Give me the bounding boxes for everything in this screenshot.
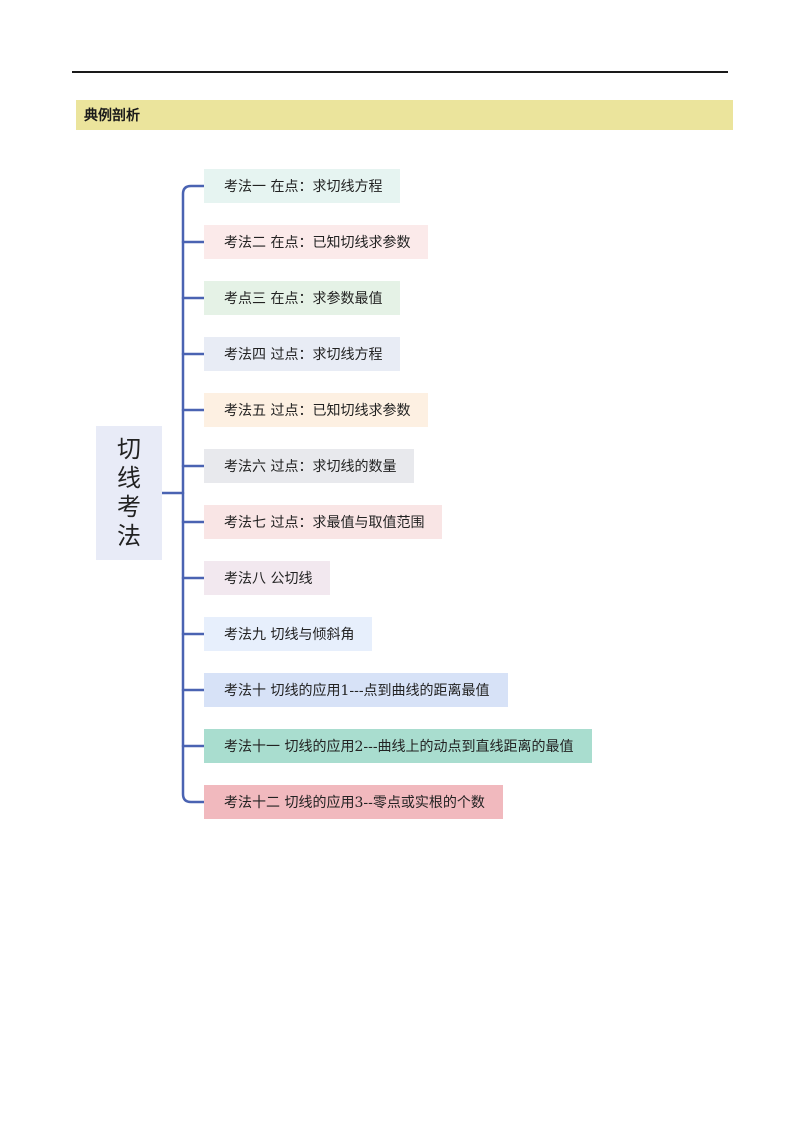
trunk-connector bbox=[181, 184, 206, 804]
branch-node: 考法五 过点：已知切线求参数 bbox=[204, 393, 429, 427]
mindmap-root: 切 线 考 法 bbox=[96, 426, 162, 560]
branch-node: 考法二 在点：已知切线求参数 bbox=[204, 225, 429, 259]
branch-node: 考法一 在点：求切线方程 bbox=[204, 169, 401, 203]
branch-node: 考法六 过点：求切线的数量 bbox=[204, 449, 415, 483]
branch-node: 考法七 过点：求最值与取值范围 bbox=[204, 505, 443, 539]
branch-node: 考法四 过点：求切线方程 bbox=[204, 337, 401, 371]
root-char: 考 bbox=[117, 493, 141, 521]
section-heading-band: 典例剖析 bbox=[76, 100, 733, 130]
branch-node: 考法八 公切线 bbox=[204, 561, 331, 595]
branch-node: 考法十一 切线的应用2---曲线上的动点到直线距离的最值 bbox=[204, 729, 592, 763]
branch-node: 考点三 在点：求参数最值 bbox=[204, 281, 401, 315]
root-char: 切 bbox=[117, 435, 141, 463]
section-title: 典例剖析 bbox=[84, 108, 140, 124]
branch-node: 考法九 切线与倾斜角 bbox=[204, 617, 373, 651]
root-char: 线 bbox=[117, 464, 141, 492]
root-char: 法 bbox=[117, 522, 141, 550]
branch-node: 考法十二 切线的应用3--零点或实根的个数 bbox=[204, 785, 503, 819]
branch-node: 考法十 切线的应用1---点到曲线的距离最值 bbox=[204, 673, 508, 707]
top-rule bbox=[72, 71, 728, 73]
